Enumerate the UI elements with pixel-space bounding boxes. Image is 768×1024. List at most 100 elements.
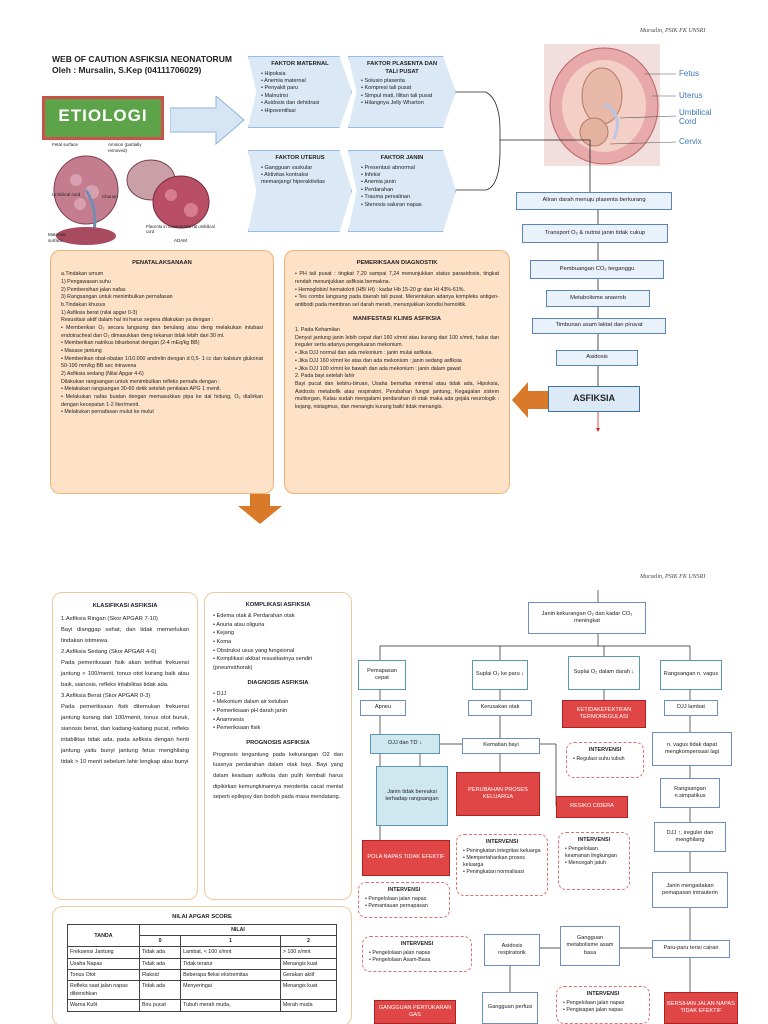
p2-gangguan-perfusi: Gangguan perfusi	[482, 992, 538, 1024]
p2-interv-suhu: INTERVENSI Regulasi suhu tubuh	[566, 742, 644, 778]
list-item: Anamnesis	[213, 716, 343, 725]
list-item: Malnutrisi	[261, 93, 339, 100]
p2-interv-keluarga: INTERVENSI Peningkatan integritas keluar…	[456, 834, 548, 896]
flow-pembuangan-co2: Pembuangan CO₂ terganggu	[530, 260, 664, 279]
p2-pemapasan-cepat: Pemapasan cepat	[358, 660, 406, 690]
interv-napas-title: INTERVENSI	[387, 887, 421, 893]
page1-header-right: Mursalin, PSIK FK UNSRI	[640, 28, 706, 34]
p2-gangguan-pertukaran: GANGGUAN PERTUKARAN GAS	[374, 1000, 456, 1024]
apgar-title: NILAI APGAR SCORE	[172, 914, 232, 920]
faktor-maternal-list: HipoksiaAnemia maternalPenyakit paruMaln…	[261, 71, 339, 116]
p2-top-box: Janin kekurangan O₂ dan kadar CO₂ mening…	[528, 602, 646, 634]
label-cervix: Cervix	[679, 137, 702, 146]
table-cell: Menangis kuat	[279, 979, 338, 1001]
flow-transport-o2: Transport O₂ & nutrisi janin tidak cukup	[522, 224, 668, 243]
komplikasi-title: KOMPLIKASI ASFIKSIA	[245, 602, 311, 608]
list-item: Anuria atau oliguria	[213, 621, 343, 630]
list-item: Pengelolaan keamanan lingkungan	[565, 846, 623, 860]
faktor-janin-title: FAKTOR JANIN	[380, 155, 424, 161]
p2-nvagus-kompensasi: n. vagus tidak dapat mengkompensasi lagi	[652, 732, 732, 766]
p2-kematian-bayi: Kematian bayi	[462, 738, 540, 754]
text-line: • Melakukan rangsangan 30-60 detik setel…	[61, 386, 221, 393]
list-item: Pengelolaan Asam-Basa	[369, 957, 465, 964]
label-amnion: Amnion (partially removed)	[108, 142, 142, 153]
etiologi-banner: ETIOLOGI	[42, 96, 164, 140]
p2-rangsangan-vagus: Rangsangan n. vagus	[660, 660, 722, 690]
interv-bersihan-list: Pengelolaan jalan napasPengisapan jalan …	[563, 1000, 643, 1014]
text-line: Bayi dianggap sehat, dan tidak memerluka…	[61, 627, 189, 644]
text-line: 3.Asfiksia Berat (Skor APGAR 0-3)	[61, 693, 151, 699]
prognosis-title: PROGNOSIS ASFIKSIA	[246, 739, 310, 746]
p2-bersihan-jalan: BERSIHAN JALAN NAPAS TIDAK EFEKTIF	[664, 992, 738, 1024]
komplikasi-list: Edema otak & Perdarahan otakAnuria atau …	[213, 612, 343, 673]
faktor-plasenta-box: FAKTOR PLASENTA DAN TALI PUSAT Solusio p…	[348, 56, 456, 128]
text-line: 2.Asfiksia Sedang (Skor APGAR 4-6)	[61, 649, 157, 655]
list-item: Koma	[213, 638, 343, 647]
list-item: Komplikasi akibat resusitasinya sendiri …	[213, 655, 343, 672]
p2-interv-asam: INTERVENSI Pengelolaan jalan napasPengel…	[362, 936, 472, 972]
label-uterus: Uterus	[679, 91, 703, 100]
text-line: • Jika DJJ 100 x/mnt ke bawah dan ada me…	[295, 365, 461, 372]
komplikasi-box: KOMPLIKASI ASFIKSIA Edema otak & Perdara…	[204, 592, 352, 900]
p2-ketidakefektifan-termoregulasi: KETIDAKEFEKTIFAN TERMOREGULASI	[562, 700, 646, 728]
list-item: Pemeriksaan fisik	[213, 724, 343, 733]
text-line: • Memberikan obat-obatan 1/10.000 andrel…	[61, 355, 263, 370]
diagnosis-list: DJJMekonium dalam air ketubanPemeriksaan…	[213, 690, 343, 733]
p2-apneu: Apneu	[360, 700, 406, 716]
p2-gangguan-metabolisme: Gangguan metabolisme asam basa	[560, 926, 620, 966]
p2-suplai-paru: Suplai O₂ ke paru ↓	[472, 660, 528, 690]
list-item: Penyakit paru	[261, 85, 339, 92]
list-item: Kompresi tali pusat	[361, 85, 443, 92]
label-umbilical-cord: Umbilical cord	[52, 192, 81, 197]
pemeriksaan-lines: • PH tali pusat : tingkat 7,20 sampai 7,…	[295, 271, 499, 309]
label-fetal-surface: Fetal surface	[52, 142, 79, 147]
faktor-janin-list: Presentasi abnormalInfeksiAnemia janinPe…	[361, 165, 443, 210]
p2-rangsangan-simpatikus: Rangsangan n.simpatikus	[660, 778, 720, 808]
list-item: Pengelolaan jalan napas	[365, 896, 443, 903]
text-line: Resusitasi aktif dalam hal ini harus seg…	[61, 317, 214, 324]
label-fetus: Fetus	[679, 69, 700, 78]
p2-interv-bersihan: INTERVENSI Pengelolaan jalan napasPengis…	[556, 986, 650, 1024]
p2-suplai-darah: Suplai O₂ dalam darah ↓	[568, 656, 640, 690]
label-placenta-cs: Placenta in cross-section at umbilical c…	[146, 224, 215, 235]
flow-asidosis: Asidosis	[556, 350, 638, 366]
interv-keluarga-title: INTERVENSI	[485, 839, 519, 845]
author-line: Oleh : Mursalin, S.Kep (04111706029)	[52, 65, 202, 75]
list-item: Hipoventilasi	[261, 108, 339, 115]
text-line: 1) Pengawasan suhu	[61, 279, 111, 286]
text-line: 2) Asfiksia sedang (Nilai Apgar 4-6)	[61, 371, 144, 378]
text-line: 1.Asfiksia Ringan (Skor APGAR 7-10)	[61, 616, 158, 622]
list-item: Pengelolaan jalan napas	[369, 950, 465, 957]
text-line: b.Tindakan khusus	[61, 302, 106, 309]
faktor-maternal-box: FAKTOR MATERNAL HipoksiaAnemia maternalP…	[248, 56, 352, 128]
list-item: Trauma persalinan	[361, 194, 443, 201]
label-maternal-surface: Maternal surface	[48, 232, 66, 243]
etiologi-arrow-icon	[170, 96, 245, 146]
klasifikasi-title: KLASIFIKASI ASFIKSIA	[92, 603, 158, 609]
text-line: • Memberikan O₂ secara langsung dan beru…	[61, 325, 263, 339]
p2-djj-ireguler: DJJ ↑, ireguler dan menghilang	[654, 822, 726, 852]
label-umbilical: Umbilical Cord	[679, 108, 712, 126]
text-line: 2. Pada bayi setelah lahir	[295, 373, 355, 380]
text-line: 1. Pada Kehamilan	[295, 327, 340, 334]
list-item: Hipoksia	[261, 71, 339, 78]
text-line: Dilakukan rangsangan untuk menimbulkan r…	[61, 378, 220, 385]
flow-timbunan-asam: Timbunan asam laktat dan piruvat	[532, 318, 666, 334]
list-item: Peningkatan normalisasi	[463, 869, 541, 876]
faktor-uterus-list: Gangguan vaskularAktivitas kontraksi mem…	[261, 165, 339, 187]
flow-aliran-darah: Aliran darah menuju plasenta berkurang	[516, 192, 672, 210]
text-line: Bayi pucat dan kebiru-biruan, Usaha bern…	[295, 380, 499, 410]
list-item: Regulasi suhu tubuh	[573, 756, 637, 763]
page-title: WEB OF CAUTION ASFIKSIA NEONATORUM	[52, 54, 232, 64]
table-cell: Tidak ada	[138, 979, 182, 1001]
table-cell: Biru pucat	[138, 999, 182, 1012]
table-cell: Refleks saat jalan napas dibersihkan	[67, 979, 140, 1001]
interv-napas-list: Pengelolaan jalan napasPemantauan pernap…	[365, 896, 443, 910]
list-item: Edema otak & Perdarahan otak	[213, 612, 343, 621]
faktor-plasenta-title: FAKTOR PLASENTA DAN TALI PUSAT	[366, 61, 438, 75]
